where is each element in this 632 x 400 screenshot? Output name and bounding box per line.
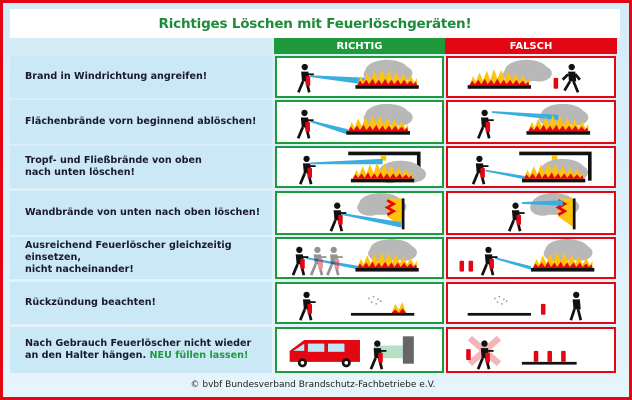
correct-image-wind xyxy=(275,56,444,98)
correct-image-surface xyxy=(275,100,444,144)
row-text-line2: an den Halter hängen. NEU füllen lassen! xyxy=(25,350,248,362)
row-text: Flächenbrände vorn beginnend ablöschen! xyxy=(25,116,257,127)
refill-service-van-icon xyxy=(289,336,414,371)
copyright-footer: © bvbf Bundesverband Brandschutz-Fachbet… xyxy=(190,380,436,390)
hang-back-on-holder-crossed-icon xyxy=(466,335,577,371)
correct-image-many xyxy=(275,237,444,279)
one-extinguisher-at-a-time-icon xyxy=(459,239,595,277)
spray-from-bottom-icon xyxy=(471,151,592,186)
spray-from-top-icon xyxy=(298,151,426,186)
wrong-image-refill xyxy=(446,327,616,373)
wall-spray-top-down-icon xyxy=(507,193,580,233)
row-text-line2: nicht nacheinander! xyxy=(25,264,134,275)
wrong-image-many xyxy=(446,237,616,279)
row-text-line1: Nach Gebrauch Feuerlöscher nicht wieder xyxy=(25,338,252,349)
wrong-image-wind xyxy=(446,56,616,98)
row-text-line1: Ausreichend Feuerlöscher gleichzeitig ei… xyxy=(25,240,232,263)
row-label-4: Wandbrände von unten nach oben löschen! xyxy=(10,191,272,235)
fleeing-against-wind-icon xyxy=(467,59,581,93)
wrong-image-surface xyxy=(446,100,616,144)
spray-front-of-fire-icon xyxy=(296,103,413,140)
row-label-5: Ausreichend Feuerlöscher gleichzeitig ei… xyxy=(10,237,272,279)
correct-image-refill xyxy=(275,327,444,373)
correct-image-drip xyxy=(275,146,444,188)
spray-top-of-fire-icon xyxy=(476,103,591,140)
row-text-line2-main: an den Halter hängen. xyxy=(25,350,147,361)
row-text: Brand in Windrichtung angreifen! xyxy=(25,71,208,82)
row-text-line2: nach unten löschen! xyxy=(25,167,135,178)
row-label-2: Flächenbrände vorn beginnend ablöschen! xyxy=(10,100,272,144)
correct-image-wall xyxy=(275,191,444,235)
wrong-image-reignition xyxy=(446,282,616,324)
row-text-line1: Tropf- und Fließbrände von oben xyxy=(25,155,202,166)
row-text: Wandbrände von unten nach oben löschen! xyxy=(25,207,261,218)
row-label-6: Rückzündung beachten! xyxy=(10,282,272,324)
row-label-1: Brand in Windrichtung angreifen! xyxy=(10,56,272,98)
wrong-image-wall xyxy=(446,191,616,235)
wall-spray-bottom-up-icon xyxy=(329,193,407,233)
column-header-wrong: FALSCH xyxy=(445,38,617,54)
correct-image-reignition xyxy=(275,282,444,324)
page-title: Richtiges Löschen mit Feuerlöschgeräten! xyxy=(10,9,620,38)
walking-away-icon xyxy=(467,291,583,321)
wrong-image-drip xyxy=(446,146,616,188)
watch-for-reignition-icon xyxy=(298,290,415,322)
column-header-correct: RICHTIG xyxy=(274,38,445,54)
row-text: Rückzündung beachten! xyxy=(25,297,156,308)
refill-highlight: NEU füllen lassen! xyxy=(149,350,249,361)
three-extinguishers-together-icon xyxy=(291,239,419,277)
extinguish-with-wind-icon xyxy=(297,59,419,94)
